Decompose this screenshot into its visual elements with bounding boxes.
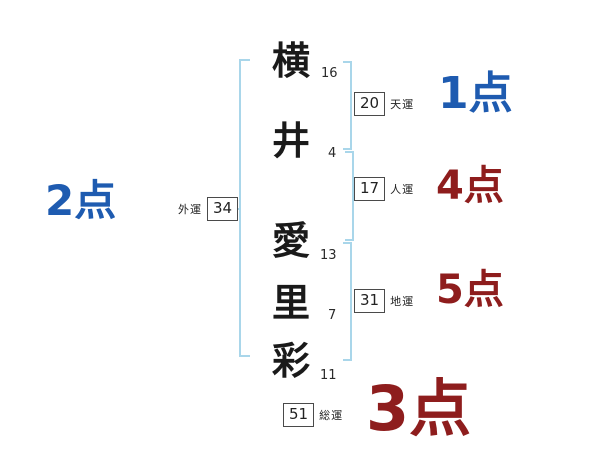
score-jinun: 4点: [436, 163, 504, 209]
fortune-chiun-value: 31: [354, 289, 386, 313]
fortune-jinun-value: 17: [354, 177, 386, 201]
name-char-4: 里: [272, 281, 311, 325]
fortune-tenun-label: 天運: [390, 97, 415, 111]
stroke-count-5: 11: [320, 368, 337, 383]
fortune-souun-label: 総運: [319, 408, 344, 422]
name-char-2: 井: [272, 119, 311, 163]
fortune-jinun: 17 人運: [354, 177, 414, 201]
score-gaiun: 2点: [45, 176, 117, 225]
fortune-chiun: 31 地運: [354, 289, 414, 313]
fortune-gaiun-label: 外運: [178, 202, 202, 216]
stroke-count-4: 7: [328, 308, 337, 323]
fortune-souun: 51 総運: [283, 403, 343, 427]
stroke-count-2: 4: [328, 146, 337, 161]
fortune-souun-value: 51: [283, 403, 315, 427]
fortune-tenun-value: 20: [354, 92, 386, 116]
stroke-count-1: 16: [321, 66, 338, 81]
fortune-chiun-label: 地運: [390, 294, 415, 308]
fortune-jinun-label: 人運: [390, 182, 415, 196]
name-char-1: 横: [272, 39, 311, 83]
score-chiun: 5点: [436, 267, 504, 313]
score-souun: 3点: [366, 372, 472, 445]
name-char-5: 彩: [272, 339, 311, 383]
fortune-tenun: 20 天運: [354, 92, 414, 116]
fortune-gaiun-value: 34: [207, 197, 239, 221]
score-tenun: 1点: [438, 68, 513, 119]
name-char-3: 愛: [272, 219, 311, 263]
stroke-count-3: 13: [320, 248, 337, 263]
fortune-gaiun: 外運 34: [178, 197, 239, 221]
